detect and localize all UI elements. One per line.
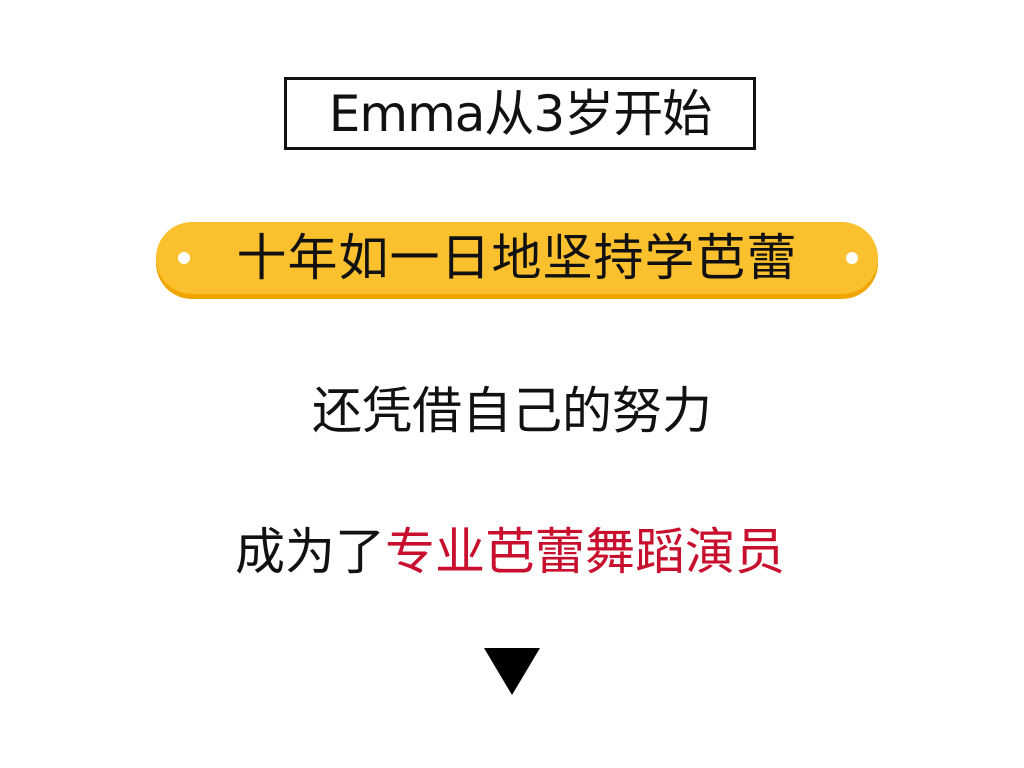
pill-dot-right-icon	[846, 252, 858, 264]
boxed-title: Emma从3岁开始	[284, 77, 756, 150]
highlight-pill: 十年如一日地坚持学芭蕾	[156, 222, 878, 294]
text-line-three: 还凭借自己的努力	[312, 382, 712, 440]
down-triangle-icon	[484, 648, 540, 695]
boxed-title-text: Emma从3岁开始	[328, 84, 712, 143]
text-line-four-accent: 专业芭蕾舞蹈演员	[385, 523, 785, 581]
highlight-pill-text: 十年如一日地坚持学芭蕾	[236, 229, 798, 287]
pill-dot-left-icon	[178, 252, 190, 264]
text-line-four-prefix: 成为了	[235, 523, 385, 581]
text-line-four: 成为了专业芭蕾舞蹈演员	[0, 527, 1022, 577]
